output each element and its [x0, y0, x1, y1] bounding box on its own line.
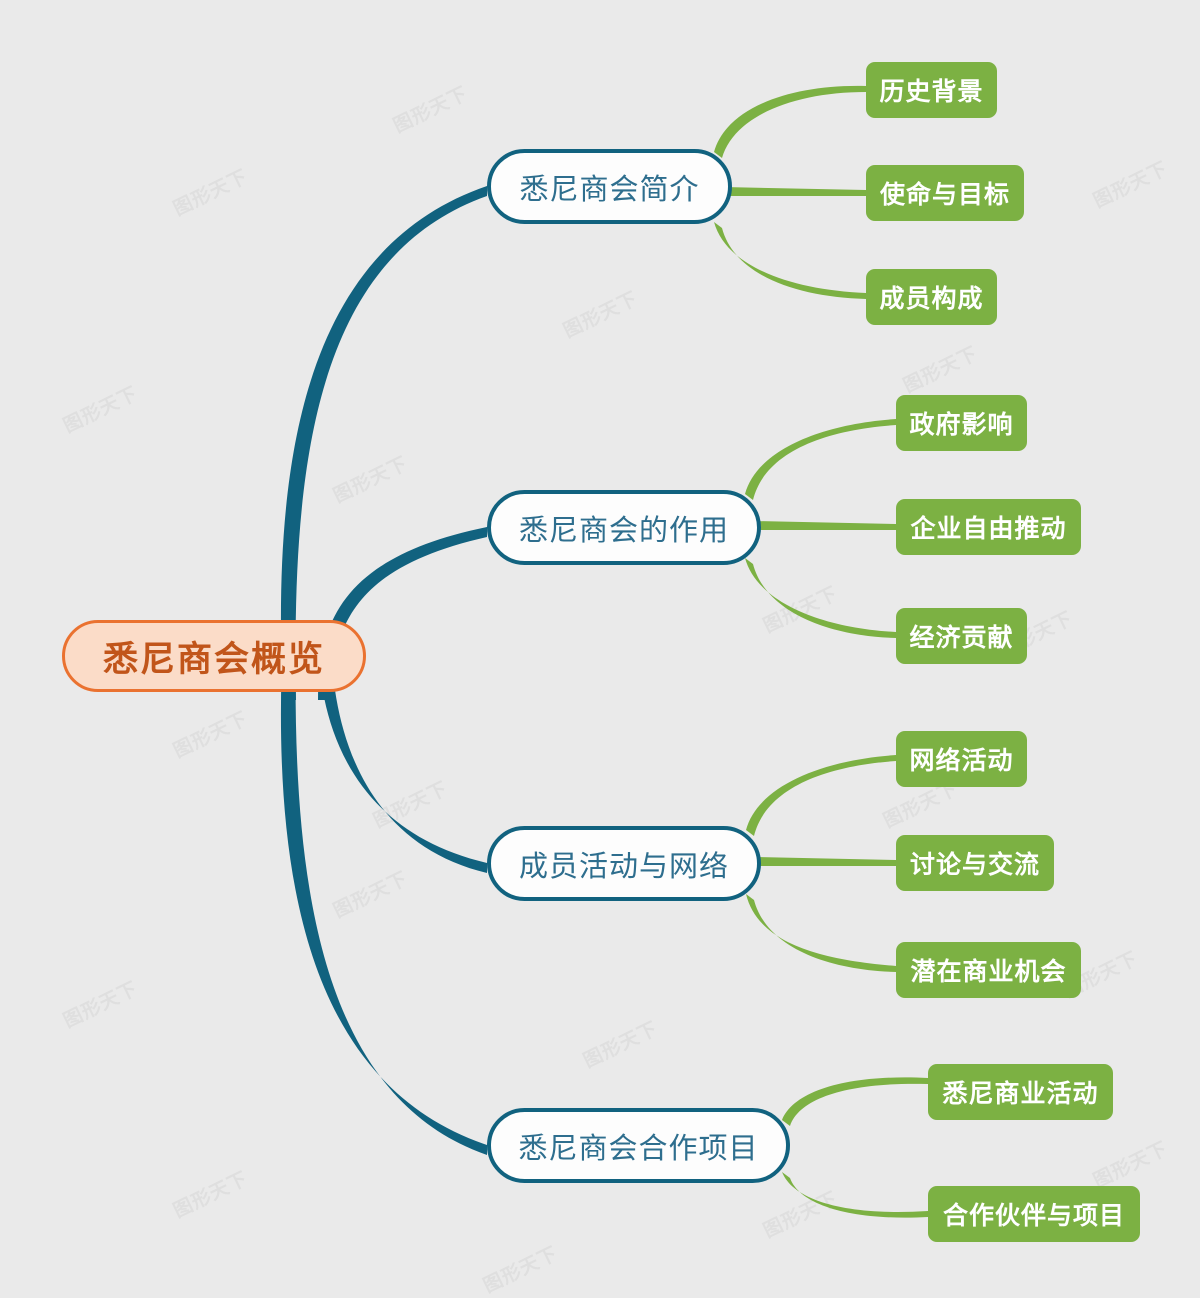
watermark-text: 图形天下	[169, 165, 252, 221]
branch-node-4-label: 悉尼商会合作项目	[518, 1132, 759, 1165]
leaf-node-2-3-label: 经济贡献	[909, 624, 1014, 652]
leaf-node-2-2[interactable]: 企业自由推动	[896, 499, 1081, 555]
branch-node-1-label: 悉尼商会简介	[519, 173, 700, 206]
leaf-node-3-2[interactable]: 讨论与交流	[896, 835, 1054, 891]
leaf-node-3-2-label: 讨论与交流	[909, 851, 1040, 879]
leaf-node-3-3[interactable]: 潜在商业机会	[896, 942, 1081, 998]
leaf-node-1-2-label: 使命与目标	[879, 181, 1010, 209]
root-node[interactable]: 悉尼商会概览	[62, 620, 366, 692]
watermark-text: 图形天下	[169, 1167, 252, 1223]
branch-node-1[interactable]: 悉尼商会简介	[487, 149, 732, 224]
twig-edge-2-3	[745, 558, 896, 638]
leaf-node-2-1[interactable]: 政府影响	[896, 395, 1027, 451]
watermark-text: 图形天下	[169, 707, 252, 763]
leaf-node-4-1[interactable]: 悉尼商业活动	[928, 1064, 1113, 1120]
branch-node-2[interactable]: 悉尼商会的作用	[487, 490, 761, 565]
branch-node-3[interactable]: 成员活动与网络	[487, 826, 761, 901]
leaf-node-3-1-label: 网络活动	[909, 747, 1014, 775]
watermark-text: 图形天下	[59, 977, 142, 1033]
leaf-node-2-1-label: 政府影响	[909, 411, 1014, 439]
twig-edge-2-2	[754, 521, 896, 530]
twig-edge-3-3	[746, 894, 896, 972]
twig-edges-branch-1	[714, 85, 866, 299]
watermark-text: 图形天下	[559, 287, 642, 343]
watermark-text: 图形天下	[579, 1017, 662, 1073]
twig-edge-2-1	[745, 419, 896, 500]
leaf-node-2-3[interactable]: 经济贡献	[896, 608, 1027, 664]
twig-edge-1-3	[714, 222, 866, 299]
leaf-node-1-1-label: 历史背景	[879, 78, 984, 106]
watermark-text: 图形天下	[59, 382, 142, 438]
twig-edge-1-1	[714, 85, 866, 158]
leaf-node-4-1-label: 悉尼商业活动	[942, 1080, 1099, 1108]
watermark-text: 图形天下	[759, 582, 842, 638]
twig-edge-3-2	[755, 857, 896, 866]
branch-node-2-label: 悉尼商会的作用	[518, 514, 729, 547]
leaf-node-2-2-label: 企业自由推动	[910, 515, 1067, 543]
branch-node-4[interactable]: 悉尼商会合作项目	[487, 1108, 790, 1183]
watermark-text: 图形天下	[759, 1187, 842, 1243]
twig-edge-4-2	[782, 1172, 928, 1218]
watermark-text: 图形天下	[329, 867, 412, 923]
leaf-node-1-3[interactable]: 成员构成	[866, 269, 997, 325]
watermark-text: 图形天下	[369, 777, 452, 833]
watermark-text: 图形天下	[1089, 157, 1172, 213]
leaf-node-1-3-label: 成员构成	[879, 285, 984, 313]
leaf-node-3-3-label: 潜在商业机会	[910, 958, 1067, 986]
twig-edge-4-1	[782, 1077, 928, 1126]
leaf-node-1-1[interactable]: 历史背景	[866, 62, 997, 118]
watermark-text: 图形天下	[329, 452, 412, 508]
watermark-text: 图形天下	[1089, 1137, 1172, 1193]
twig-edges-branch-4	[782, 1077, 928, 1218]
watermark-text: 图形天下	[899, 342, 982, 398]
leaf-node-4-2[interactable]: 合作伙伴与项目	[928, 1186, 1140, 1242]
watermark-text: 图形天下	[479, 1242, 562, 1298]
twig-edge-1-2	[723, 187, 866, 196]
twig-edges-branch-2	[745, 419, 896, 638]
watermark-text: 图形天下	[389, 82, 472, 138]
leaf-node-1-2[interactable]: 使命与目标	[866, 165, 1024, 221]
trunk-edge-4	[280, 634, 487, 1155]
twig-edge-3-1	[746, 755, 896, 836]
leaf-node-3-1[interactable]: 网络活动	[896, 731, 1027, 787]
root-node-label: 悉尼商会概览	[102, 639, 325, 679]
twig-edges-branch-3	[746, 755, 896, 972]
leaf-node-4-2-label: 合作伙伴与项目	[942, 1202, 1125, 1230]
branch-node-3-label: 成员活动与网络	[518, 850, 729, 883]
